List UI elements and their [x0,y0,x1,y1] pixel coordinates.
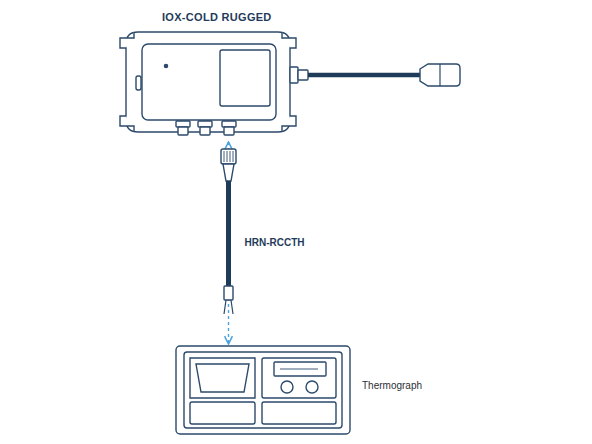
illustration-part [176,121,190,127]
illustration-part [190,358,255,398]
power-cable [308,64,460,86]
illustration-part [178,127,188,135]
illustration-part [224,300,233,314]
illustration-part [224,286,233,300]
illustration-part [198,121,212,127]
device-label: Thermograph [362,380,422,391]
illustration-part [196,364,249,392]
device-node: IOX-COLD RUGGED [118,8,300,138]
illustration-part [142,44,276,120]
illustration-part [308,73,420,78]
thermograph-node: Thermograph [172,342,430,438]
illustration-part [227,151,228,162]
illustration-part [306,381,318,393]
illustration-part [439,64,440,86]
illustration-part [176,346,350,434]
illustration-part [298,70,308,80]
illustration-part [224,151,225,162]
illustration-part [136,76,141,90]
gateway-device [120,32,308,135]
illustration-part [290,67,298,83]
cable-label: HRN-RCCTH [243,236,307,249]
illustration-part [184,352,342,428]
illustration-part [220,50,270,106]
illustration-part [420,64,460,86]
illustration-part [190,402,255,424]
illustration-part [126,32,290,132]
illustration-part [281,381,293,393]
illustration-part [226,181,231,286]
illustration-part [233,151,234,162]
illustration-part [222,121,236,127]
illustration-part [221,149,236,164]
illustration-part [280,369,318,370]
device-title: IOX-COLD RUGGED [162,11,272,23]
illustration-part [200,127,210,135]
illustration-part [224,151,233,162]
thermograph-unit [176,346,350,434]
illustration-part [262,358,336,398]
illustration-part [224,127,234,135]
harness-cable [221,149,236,314]
illustration-part [164,64,167,67]
illustration-part [274,362,326,376]
illustration-part [120,32,296,132]
illustration-part [230,151,231,162]
illustration-part [223,164,234,181]
illustration-part [262,402,336,424]
